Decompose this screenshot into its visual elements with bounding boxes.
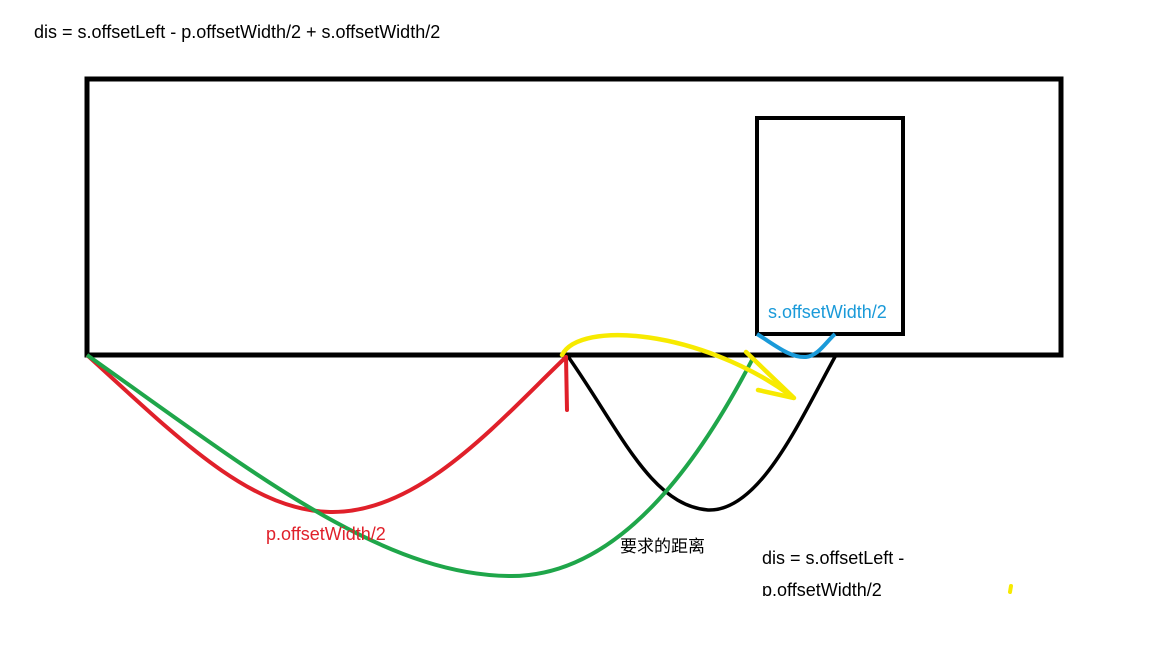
parent-box	[84, 76, 1064, 358]
yellow-dot	[1008, 584, 1013, 594]
child-offset-left-curve	[85, 353, 754, 579]
child-box	[755, 116, 905, 336]
formula-bottom-line2: p.offsetWidth/2	[762, 580, 882, 596]
label-s-half-width: s.offsetWidth/2	[768, 302, 887, 322]
red-arrow-icon	[564, 355, 569, 412]
required-distance-curve	[565, 353, 838, 512]
half-parent-width-curve	[85, 353, 568, 515]
formula-top: dis = s.offsetLeft - p.offsetWidth/2 + s…	[34, 22, 441, 42]
yellow-arc	[559, 332, 793, 398]
half-child-width-curve	[755, 332, 837, 360]
yellow-arrow-icon	[743, 349, 797, 401]
formula-bottom-line1: dis = s.offsetLeft -	[762, 548, 905, 568]
label-p-half-width: p.offsetWidth/2	[266, 524, 386, 544]
label-required-distance: 要求的距离	[620, 537, 705, 557]
